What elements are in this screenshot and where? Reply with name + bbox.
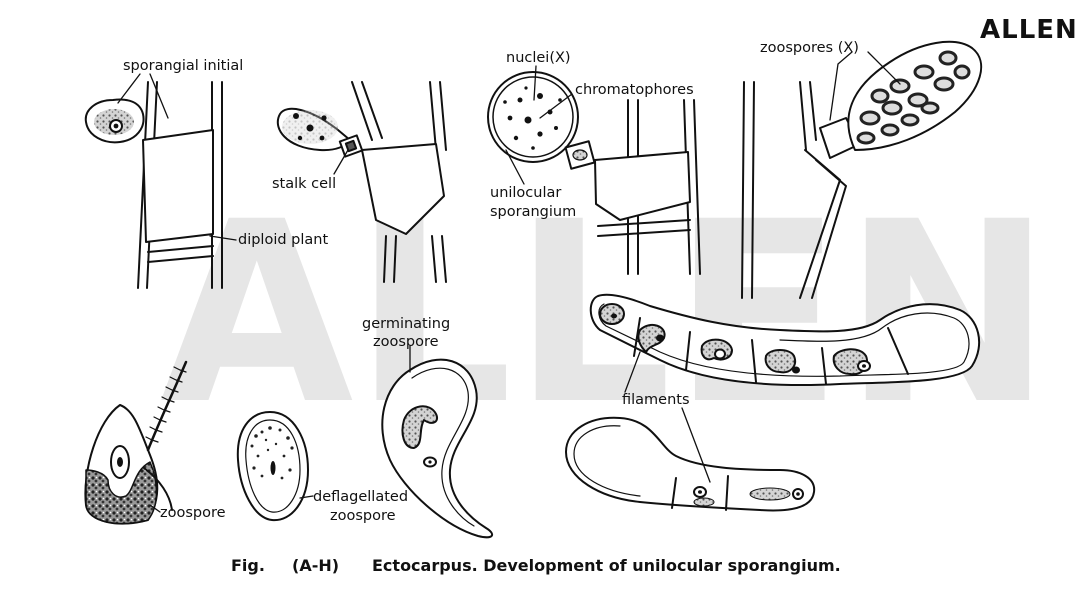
label-filaments: filaments: [622, 392, 690, 408]
label-chromatophores: chromatophores: [575, 82, 694, 98]
brand-logo: ALLEN: [980, 15, 1078, 45]
stage-a-drawing: [84, 81, 223, 289]
label-unilocular-line2: sporangium: [490, 204, 576, 220]
stage-b-drawing: [276, 81, 447, 283]
label-deflagellated-line2: zoospore: [330, 508, 396, 524]
label-germinating-line2: zoospore: [373, 334, 439, 350]
caption-text: Ectocarpus. Development of unilocular sp…: [372, 556, 841, 575]
label-stalk-cell: stalk cell: [272, 176, 336, 192]
label-nuclei: nuclei(X): [506, 50, 571, 66]
label-unilocular-line1: unilocular: [490, 185, 561, 201]
stage-g-drawing: [381, 358, 494, 539]
label-deflagellated-line1: deflagellated: [313, 489, 408, 505]
stage-d-drawing: [741, 40, 982, 299]
label-zoospore: zoospore: [160, 505, 226, 521]
stage-h-top-drawing: [589, 293, 981, 386]
label-sporangial-initial: sporangial initial: [123, 58, 243, 74]
stage-e-drawing: [84, 360, 188, 525]
stage-f-drawing: [236, 411, 309, 522]
label-germinating-line1: germinating: [362, 316, 450, 332]
label-zoospores-x: zoospores (X): [760, 40, 859, 56]
caption-range: (A-H): [292, 556, 339, 575]
label-diploid-plant: diploid plant: [238, 232, 328, 248]
stage-c-drawing: [487, 71, 701, 275]
caption-fig: Fig.: [231, 556, 265, 575]
stage-h-bottom-drawing: [565, 416, 816, 512]
leader-lines: [117, 51, 901, 513]
